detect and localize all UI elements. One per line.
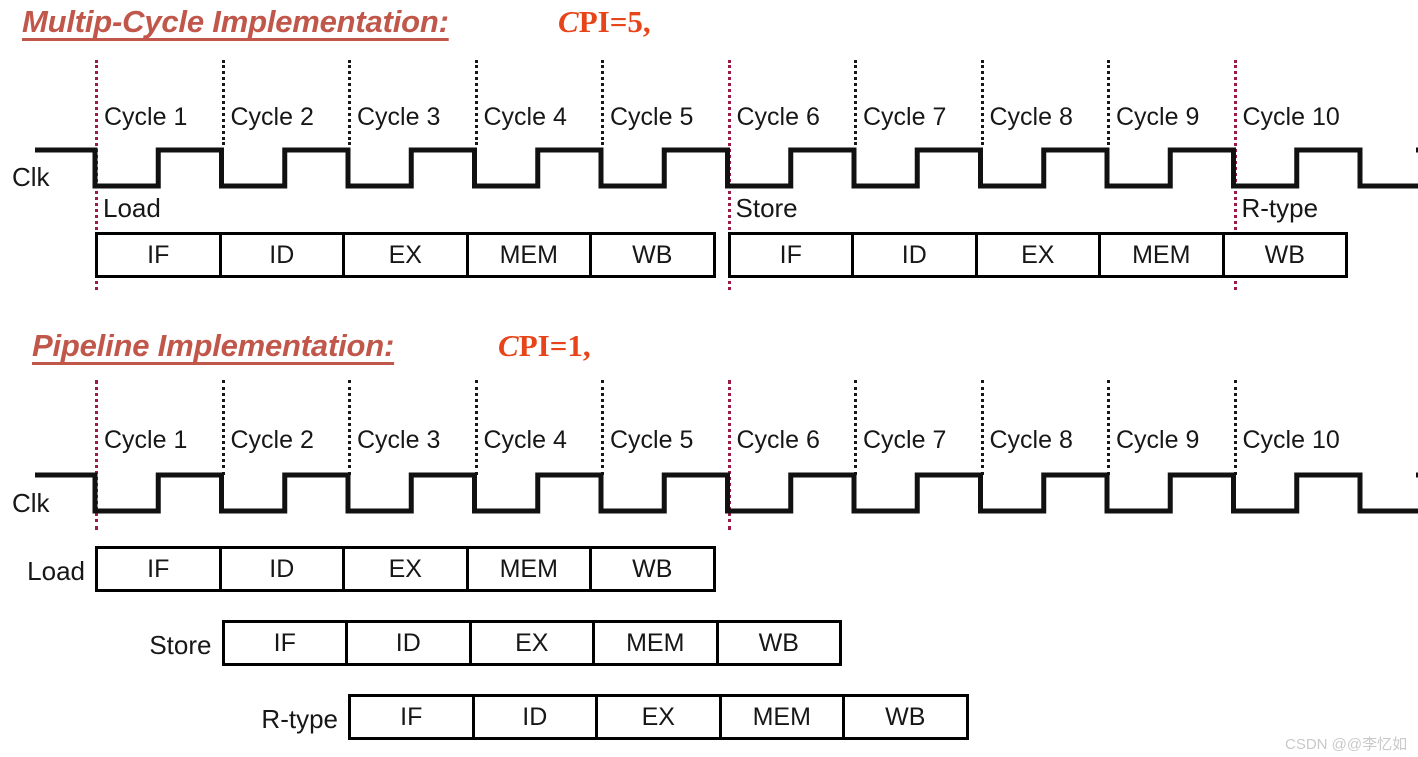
stage-box: ID	[851, 232, 978, 278]
pipeline-title: Pipeline Implementation:	[32, 328, 395, 363]
cycle-separator	[221, 380, 225, 475]
cycle-separator	[1107, 60, 1110, 145]
cycle-separator	[474, 380, 478, 475]
cycle-label: Cycle 6	[736, 426, 820, 454]
cycle-separator	[854, 60, 857, 145]
stage-box: ID	[345, 620, 472, 666]
cycle-label: Cycle 7	[863, 103, 947, 131]
cycle-separator	[221, 60, 225, 145]
stage-box: WB	[589, 232, 716, 278]
cycle-label: Cycle 9	[1116, 426, 1200, 454]
stage-box: IF	[95, 232, 222, 278]
cycle-label: Cycle 8	[989, 103, 1073, 131]
cycle-label: Cycle 5	[610, 426, 694, 454]
stage-box: IF	[95, 546, 222, 592]
multi-cycle-cpi: CPI=5,	[558, 4, 651, 40]
cycle-boundary-marker	[727, 380, 731, 530]
cycle-separator	[601, 60, 604, 145]
stage-box: MEM	[718, 694, 845, 740]
cycle-separator	[601, 380, 604, 475]
stage-box: IF	[348, 694, 475, 740]
cycle-separator	[980, 60, 984, 145]
cycle-label: Cycle 3	[357, 426, 441, 454]
stage-box: IF	[221, 620, 348, 666]
stage-box: MEM	[1098, 232, 1225, 278]
cycle-label: Cycle 10	[1242, 103, 1340, 131]
cycle-separator	[348, 380, 351, 475]
pipeline-cpi: CPI=1,	[498, 328, 591, 364]
cycle-label: Cycle 9	[1116, 103, 1200, 131]
stage-box: ID	[471, 694, 598, 740]
multi-cycle-markers: Load Store R-type	[0, 0, 1418, 300]
cycle-label: Cycle 10	[1242, 426, 1340, 454]
stage-box: WB	[715, 620, 842, 666]
stage-box: WB	[842, 694, 969, 740]
multi-cycle-cycle-band: Cycle 1 Cycle 2 Cycle 3 Cycle 4 Cycle 5 Cycle…	[0, 95, 1418, 139]
cpi-c-glyph: C	[558, 4, 579, 39]
cycle-label: Cycle 7	[863, 426, 947, 454]
stage-box: EX	[468, 620, 595, 666]
instruction-row-label: R-type	[261, 704, 338, 734]
cycle-label: Cycle 2	[230, 103, 314, 131]
cycle-label: Cycle 4	[483, 103, 567, 131]
cycle-separator	[474, 60, 478, 145]
cycle-separator	[1233, 380, 1237, 475]
section-multi-cycle: Multip-Cycle Implementation: CPI=5, Cycl…	[0, 0, 1418, 300]
pipeline-cycle-band: Cycle 1 Cycle 2 Cycle 3 Cycle 4 Cycle 5 Cycle…	[0, 418, 1418, 462]
cpi-value: PI=5,	[578, 4, 651, 39]
multi-cycle-title: Multip-Cycle Implementation:	[22, 4, 449, 39]
cycle-label: Cycle 6	[736, 103, 820, 131]
cycle-separator	[348, 60, 351, 145]
watermark: CSDN @@李忆如	[1285, 736, 1408, 753]
stage-box: EX	[974, 232, 1101, 278]
pipeline-clock-waveform	[35, 472, 1418, 514]
stage-box: WB	[1221, 232, 1348, 278]
cycle-label: Cycle 3	[357, 103, 441, 131]
instruction-marker: R-type	[1241, 193, 1319, 223]
stage-box: ID	[218, 546, 345, 592]
instruction-row-label: Load	[27, 556, 85, 586]
stage-box: MEM	[465, 232, 592, 278]
cycle-label: Cycle 5	[610, 103, 694, 131]
pipeline-clk-label: Clk	[12, 488, 50, 518]
cycle-label: Cycle 1	[104, 426, 188, 454]
cycle-label: Cycle 1	[104, 103, 188, 131]
stage-box: MEM	[465, 546, 592, 592]
cycle-label: Cycle 2	[230, 426, 314, 454]
stage-box: EX	[342, 546, 469, 592]
instruction-row-label: Store	[149, 630, 212, 660]
stage-box: EX	[342, 232, 469, 278]
cycle-separator	[980, 380, 984, 475]
cpi-value: PI=1,	[518, 328, 591, 363]
stage-box: ID	[218, 232, 345, 278]
cycle-label: Cycle 8	[989, 426, 1073, 454]
cpi-c-glyph: C	[498, 328, 519, 363]
multi-cycle-clk-label: Clk	[12, 162, 50, 192]
cycle-boundary-marker	[95, 380, 98, 530]
stage-box: IF	[727, 232, 854, 278]
cycle-label: Cycle 4	[483, 426, 567, 454]
instruction-marker: Load	[103, 193, 161, 223]
cycle-separator	[1107, 380, 1110, 475]
cycle-separator	[854, 380, 857, 475]
multi-cycle-clock-waveform	[35, 147, 1418, 189]
pipeline-separators	[0, 310, 1418, 757]
stage-box: MEM	[592, 620, 719, 666]
instruction-marker: Store	[735, 193, 798, 223]
stage-box: EX	[595, 694, 722, 740]
stage-box: WB	[589, 546, 716, 592]
